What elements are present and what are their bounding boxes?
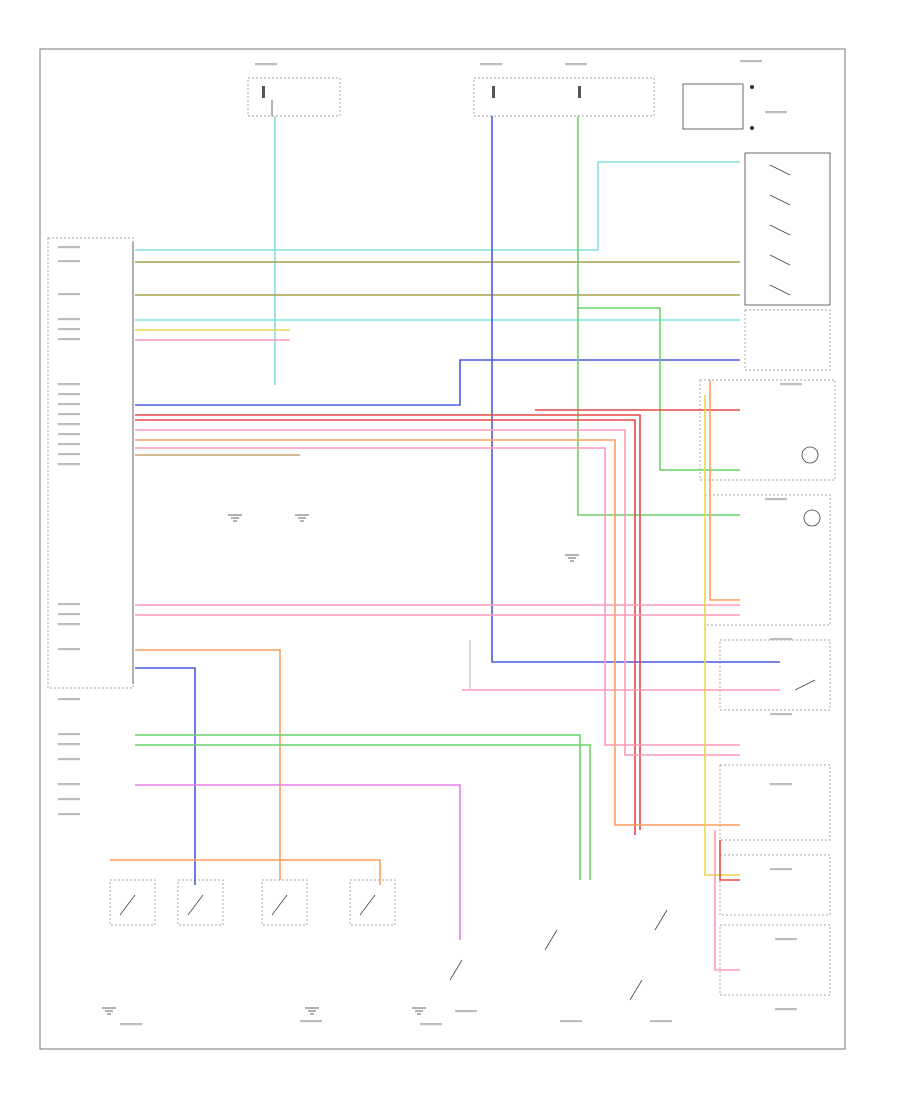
label-stub-6: [58, 383, 80, 386]
label-stub-18: [58, 648, 80, 651]
label-stub-30: [765, 111, 787, 114]
label-stub-4: [58, 328, 80, 331]
wire-yellow-28: [704, 395, 740, 876]
rear-door-actuators: [719, 764, 831, 996]
wire-green-9: [577, 116, 740, 516]
wire-blue-8: [491, 116, 780, 663]
wire-pink-15: [135, 447, 740, 746]
wire-orange-27: [709, 380, 740, 601]
label-stub-11: [58, 433, 80, 436]
switch-box-top-right: [682, 83, 754, 130]
label-stub-42: [560, 1020, 582, 1023]
wire-orange-24: [110, 859, 381, 885]
wire-red-12: [135, 419, 636, 835]
wire-orange-14: [135, 439, 740, 826]
label-stub-21: [58, 743, 80, 746]
label-stub-5: [58, 338, 80, 341]
wire-orange-19: [135, 649, 281, 880]
wire-red-11: [135, 414, 641, 830]
label-stubs: [58, 60, 802, 1026]
label-stub-8: [58, 403, 80, 406]
label-stub-10: [58, 423, 80, 426]
label-stub-37: [775, 938, 797, 941]
label-stub-12: [58, 443, 80, 446]
memory-seat-switch: [744, 152, 831, 306]
wire-pink-13: [135, 429, 740, 756]
wires: [110, 116, 780, 971]
label-stub-3: [58, 318, 80, 321]
label-stub-35: [770, 783, 792, 786]
wire-magenta-23: [135, 784, 461, 940]
label-stub-38: [775, 1008, 797, 1011]
label-stub-15: [58, 603, 80, 606]
label-stub-23: [58, 783, 80, 786]
diagram-border: [39, 48, 846, 1050]
label-stub-16: [58, 613, 80, 616]
label-stub-20: [58, 733, 80, 736]
door-lock-switch: [699, 379, 836, 481]
label-stub-19: [58, 698, 80, 701]
label-stub-26: [255, 63, 277, 66]
liftgate-switch: [719, 639, 831, 711]
fuse-box-left: [247, 77, 341, 117]
label-stub-27: [480, 63, 502, 66]
wire-blue-20: [135, 667, 196, 885]
label-stub-39: [120, 1023, 142, 1026]
label-stub-32: [765, 498, 787, 501]
label-stub-29: [740, 60, 762, 63]
wire-cyan-0: [135, 161, 740, 251]
label-stub-43: [650, 1020, 672, 1023]
label-stub-9: [58, 413, 80, 416]
label-stub-36: [770, 868, 792, 871]
label-stub-28: [565, 63, 587, 66]
label-stub-7: [58, 393, 80, 396]
bottom-switches: [109, 879, 668, 1001]
wire-pink-29: [714, 830, 740, 971]
wire-green-10: [578, 307, 740, 471]
label-stub-24: [58, 798, 80, 801]
label-stub-25: [58, 813, 80, 816]
wire-red-30: [719, 840, 740, 881]
label-stub-0: [58, 246, 80, 249]
label-stub-14: [58, 463, 80, 466]
label-stub-44: [455, 1010, 477, 1013]
label-stub-31: [780, 383, 802, 386]
label-stub-13: [58, 453, 80, 456]
label-stub-33: [770, 638, 792, 641]
label-stub-2: [58, 293, 80, 296]
wire-blue-7: [135, 359, 740, 406]
wire-green-21: [135, 734, 581, 880]
label-stub-40: [300, 1020, 322, 1023]
label-stub-34: [770, 713, 792, 716]
wire-green-22: [135, 744, 591, 880]
ground-symbols: [102, 514, 579, 1015]
fuse-box-center: [473, 77, 655, 117]
label-stub-1: [58, 260, 80, 263]
control-module: [47, 237, 134, 689]
label-stub-17: [58, 623, 80, 626]
label-stub-22: [58, 758, 80, 761]
mirror-switch: [744, 309, 831, 371]
label-stub-41: [420, 1023, 442, 1026]
